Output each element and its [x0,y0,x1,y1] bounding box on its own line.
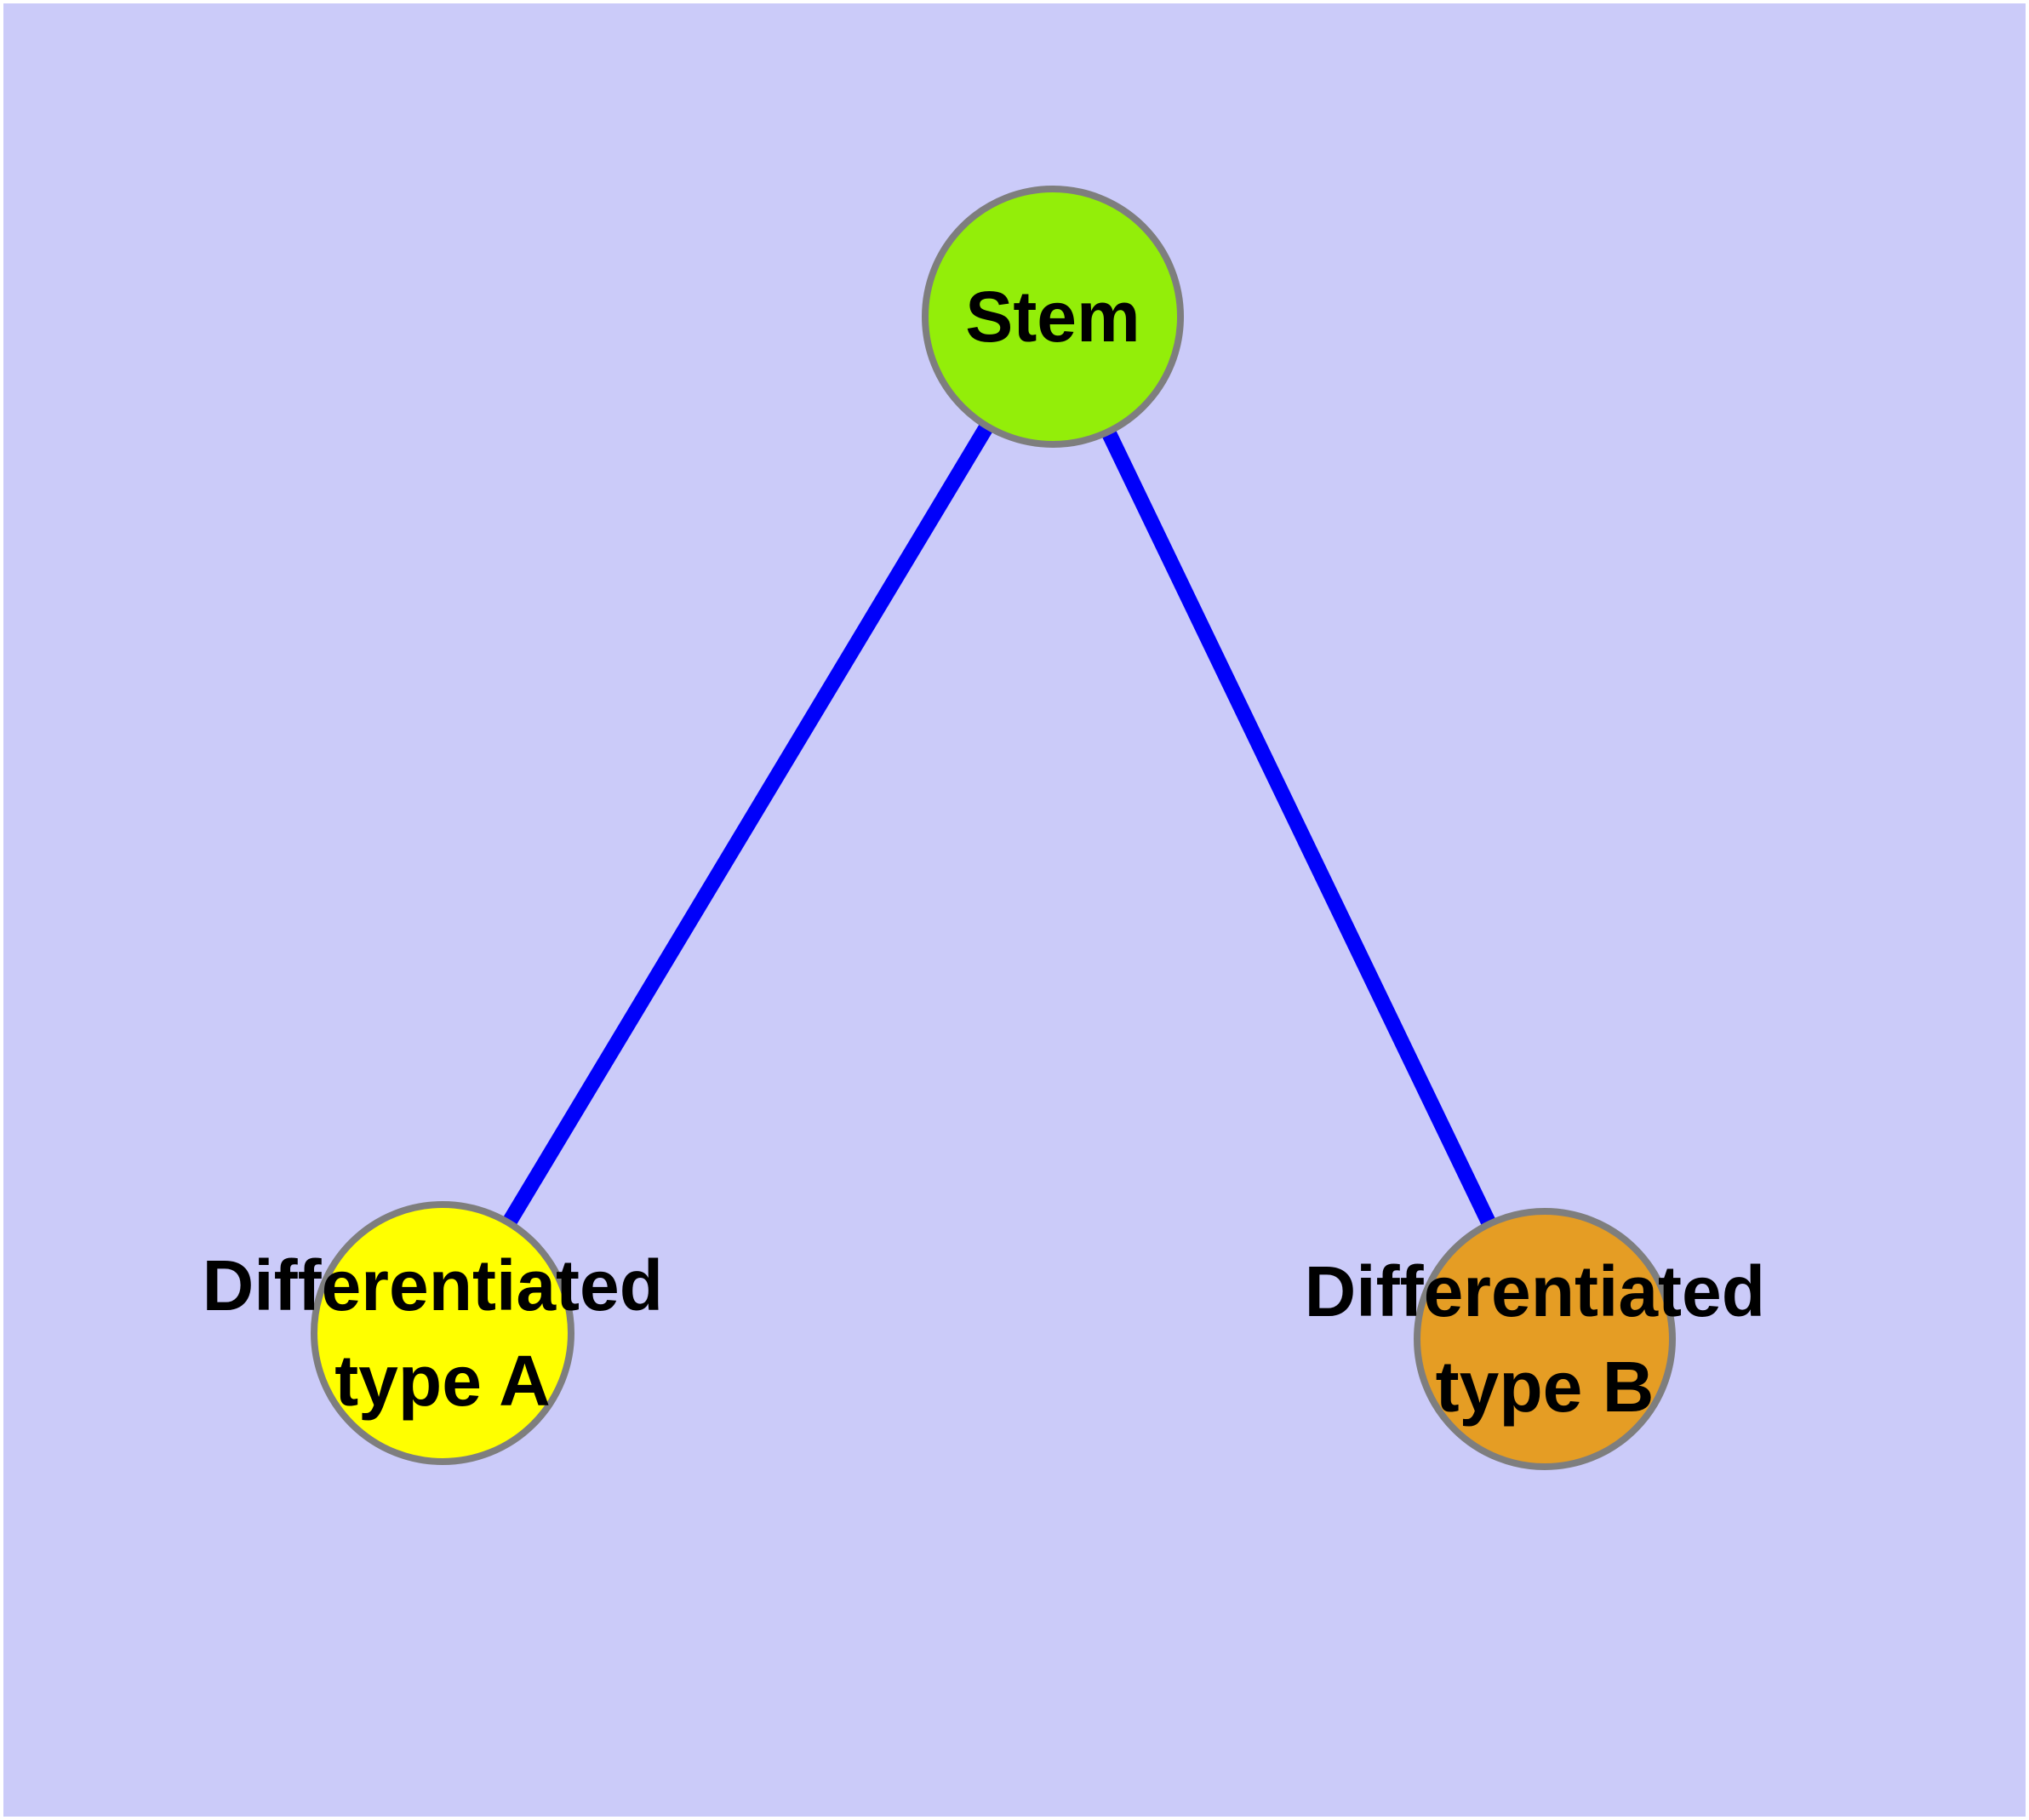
node-type-b-label-line1: Differentiated [1305,1251,1765,1331]
node-type-b-label-line2: type B [1436,1347,1655,1427]
node-type-a-label-line1: Differentiated [203,1245,663,1325]
node-type-a-label-line2: type A [334,1341,551,1421]
node-stem [922,186,1184,448]
node-stem-label: Stem [965,277,1140,357]
edge-stem-to-type-a [436,312,1060,1337]
node-type-a-label: Differentiated type A [203,1245,683,1421]
node-type-b-label: Differentiated type B [1305,1251,1786,1427]
node-type-a [311,1201,574,1465]
edge-stem-to-type-b [1045,313,1552,1342]
node-type-b [1414,1208,1676,1470]
